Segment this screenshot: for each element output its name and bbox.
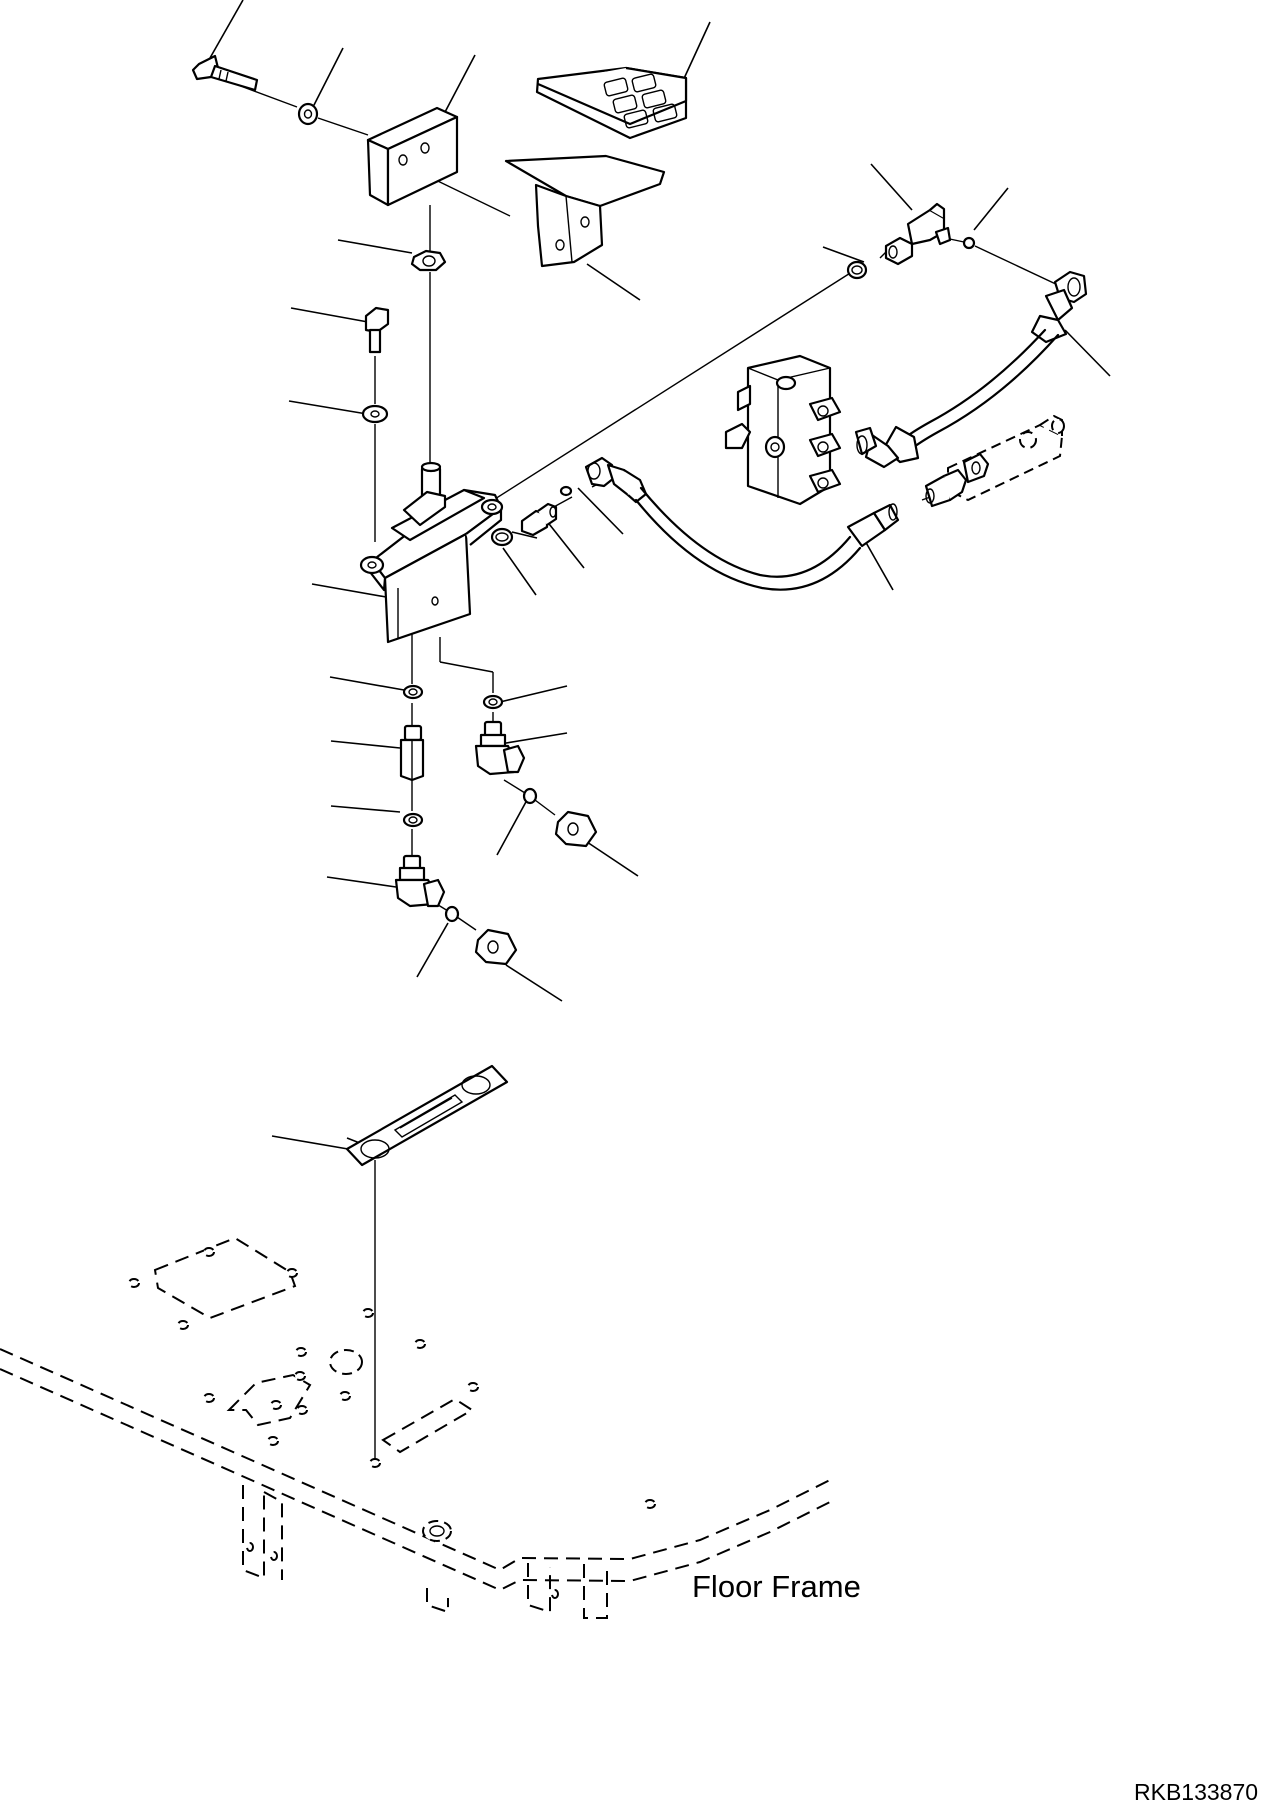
o-ring-lower-1 [402,684,424,700]
pedal-bracket [504,154,666,268]
hex-nut-upper [410,249,447,272]
hex-bolt-long [191,54,259,92]
hex-nut-lower-left [474,928,518,966]
pedal-pad [535,66,688,140]
hose-upper [854,270,1088,469]
o-ring-lower-5 [522,787,538,805]
o-ring-lower-4 [482,694,504,710]
o-ring-right-small [962,236,976,250]
elbow-fitting-top [884,202,952,266]
elbow-fitting-lower-right [474,720,526,776]
o-ring-lower-3 [444,905,460,923]
assembly-lines [229,81,1061,1459]
relay-valve-dashed [924,414,1065,508]
o-ring-right-top [846,260,868,280]
spacer-block [366,106,459,207]
hex-nut-lower-right [554,810,598,848]
cover-plate [345,1064,509,1167]
floor-frame-label: Floor Frame [692,1569,861,1604]
washer-top [297,102,319,126]
o-ring-small [559,485,573,497]
straight-adapter [520,502,558,537]
hose-lower [584,456,900,591]
washer-left [361,404,389,424]
drawing-code: RKB133870 [1134,1779,1259,1805]
floor-frame [0,1236,831,1619]
o-ring-lower-2 [402,812,424,828]
leader-lines [209,0,1111,1150]
o-ring-center [490,527,514,547]
pedal-valve [359,461,504,644]
manifold-block [724,354,842,506]
elbow-fitting-lower-left [394,854,446,908]
hex-bolt-short [364,306,390,354]
hex-adapter-lower [399,724,425,782]
